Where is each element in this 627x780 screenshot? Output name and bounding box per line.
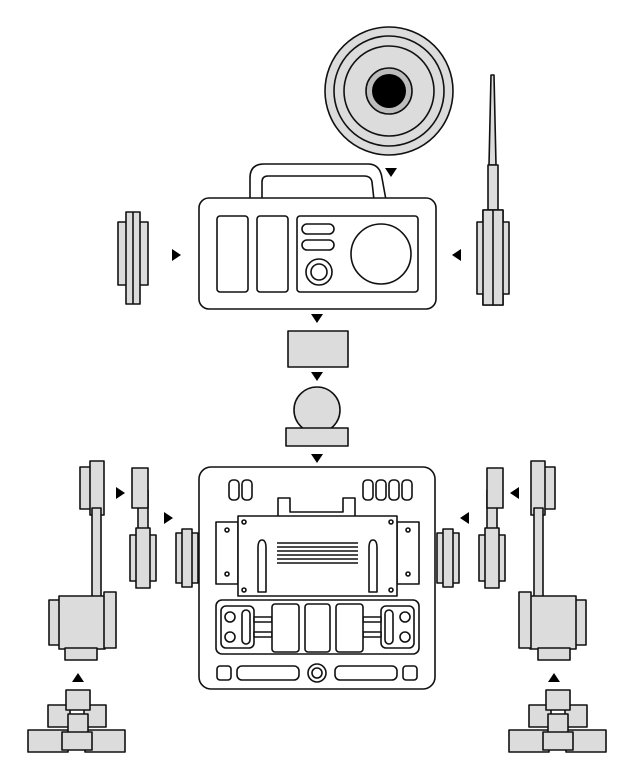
- triangle-arrow-icon: [452, 249, 461, 261]
- triangle-arrow-icon: [311, 454, 323, 463]
- antenna: [476, 74, 510, 306]
- neck-block: [287, 330, 349, 368]
- radio-head: [198, 163, 437, 310]
- left-lower-arm: [48, 460, 117, 661]
- triangle-arrow-icon: [460, 512, 469, 524]
- speaker-disc: [324, 26, 454, 156]
- triangle-arrow-icon: [510, 487, 519, 499]
- left-head-knob: [117, 211, 149, 305]
- left-foot-block: [27, 689, 126, 753]
- triangle-arrow-icon: [164, 512, 173, 524]
- neck-ball-joint: [285, 386, 349, 447]
- triangle-arrow-icon: [172, 249, 181, 261]
- assembly-arrows: [72, 168, 560, 682]
- right-lower-arm: [518, 460, 587, 661]
- left-outer-arm: [129, 467, 157, 589]
- vent-grille-icon: [277, 542, 358, 564]
- triangle-arrow-icon: [311, 372, 323, 381]
- speaker-icon: [350, 223, 412, 285]
- left-inner-knob: [175, 528, 199, 588]
- right-outer-arm: [478, 467, 506, 589]
- torso-panel: [198, 466, 436, 690]
- triangle-arrow-icon: [385, 168, 397, 177]
- right-inner-knob: [436, 528, 460, 588]
- triangle-arrow-icon: [311, 314, 323, 323]
- right-foot-block: [508, 689, 607, 753]
- triangle-arrow-icon: [116, 487, 125, 499]
- triangle-arrow-icon: [72, 673, 84, 682]
- triangle-arrow-icon: [548, 673, 560, 682]
